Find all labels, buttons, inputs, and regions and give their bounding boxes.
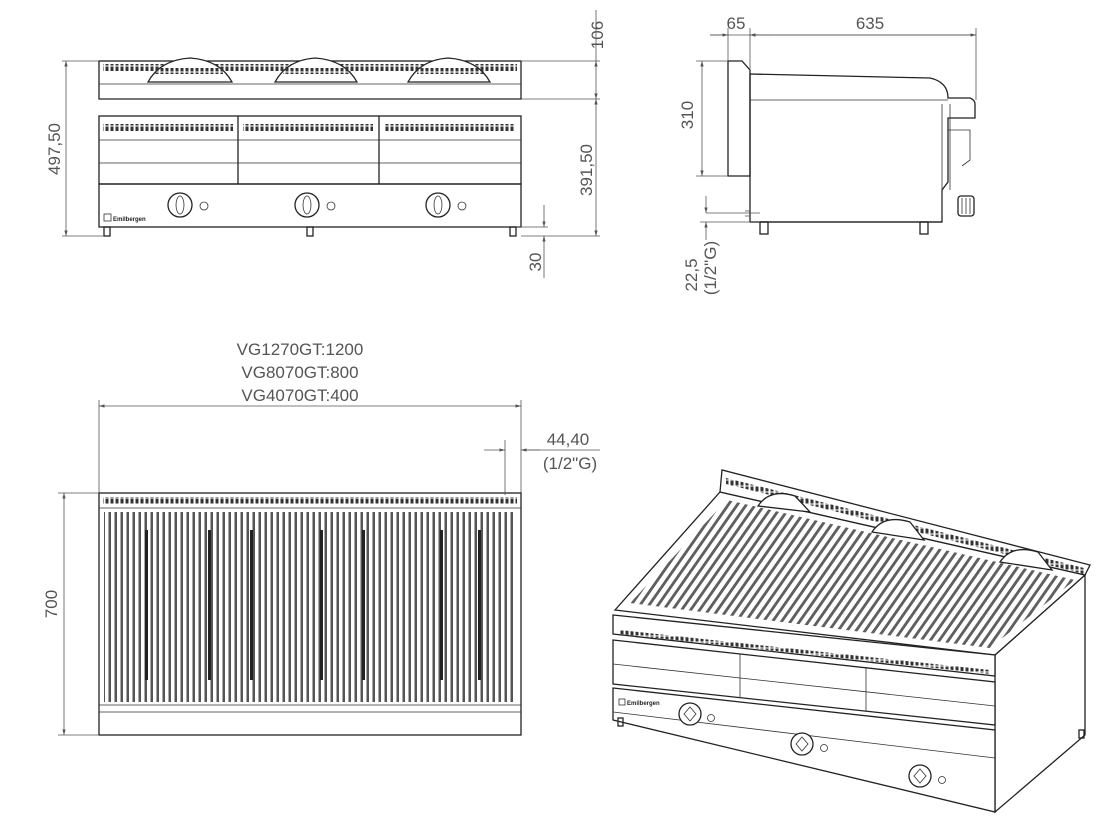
perspective-view: Emilbergen <box>612 469 1091 814</box>
dim-front-body: 391,50 <box>577 144 596 196</box>
front-view: Emilbergen 497,50 106 391,50 30 <box>45 10 607 278</box>
dim-top-gas-thread: (1/2"G) <box>543 454 597 473</box>
dim-side-depth: 635 <box>856 14 884 33</box>
persp-drawers <box>612 639 996 726</box>
top-view: VG1270GT:1200 VG8070GT:800 VG4070GT:400 … <box>42 340 600 736</box>
top-burners <box>145 530 481 680</box>
brand-logo: Emilbergen <box>103 213 146 223</box>
side-knob <box>957 195 975 217</box>
dim-top-gas-offset: 44,40 <box>547 430 590 449</box>
side-body <box>749 73 976 223</box>
svg-text:Emilbergen: Emilbergen <box>113 217 146 223</box>
dim-front-height: 497,50 <box>45 123 64 175</box>
dim-side-gas-height: 22,5 <box>682 258 701 291</box>
knob-1 <box>167 192 209 218</box>
dim-front-feet: 30 <box>526 253 545 272</box>
front-handles <box>146 57 492 83</box>
persp-knobs <box>678 702 946 788</box>
dim-side-back: 65 <box>727 14 746 33</box>
knob-3 <box>425 192 467 218</box>
model-label-2: VG8070GT:800 <box>241 363 358 382</box>
dim-side-height: 310 <box>678 101 697 129</box>
model-label-1: VG1270GT:1200 <box>237 340 364 359</box>
dim-top-depth: 700 <box>42 590 61 618</box>
side-view: 65 635 310 22,5 (1/2"G) <box>678 14 977 295</box>
dim-side-gas-thread: (1/2"G) <box>701 241 720 295</box>
top-body <box>98 492 522 736</box>
model-label-3: VG4070GT:400 <box>241 386 358 405</box>
persp-brand-logo: Emilbergen <box>618 698 660 707</box>
dim-front-top: 106 <box>588 21 607 49</box>
knob-2 <box>294 192 336 218</box>
side-back-panel <box>727 60 751 177</box>
top-grill-bars <box>104 512 516 702</box>
svg-text:Emilbergen: Emilbergen <box>627 701 660 707</box>
